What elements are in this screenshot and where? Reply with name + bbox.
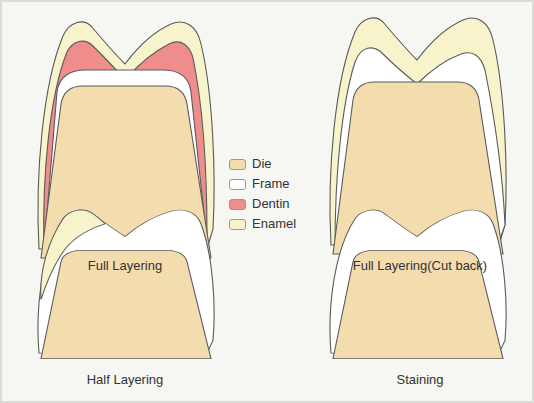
method-label: Staining xyxy=(397,372,444,387)
legend-swatch xyxy=(229,159,246,170)
half-layering-tooth xyxy=(38,210,214,359)
legend-text: Dentin xyxy=(252,196,290,211)
legend-text: Die xyxy=(252,156,272,171)
legend-swatch xyxy=(229,199,246,210)
method-label: Full Layering(Cut back) xyxy=(353,258,487,273)
legend-text: Enamel xyxy=(252,216,296,231)
method-label: Half Layering xyxy=(87,372,164,387)
legend-swatch xyxy=(229,219,246,230)
legend-swatch xyxy=(229,179,246,190)
legend-text: Frame xyxy=(252,176,290,191)
staining-tooth xyxy=(330,210,506,359)
method-label: Full Layering xyxy=(88,258,162,273)
